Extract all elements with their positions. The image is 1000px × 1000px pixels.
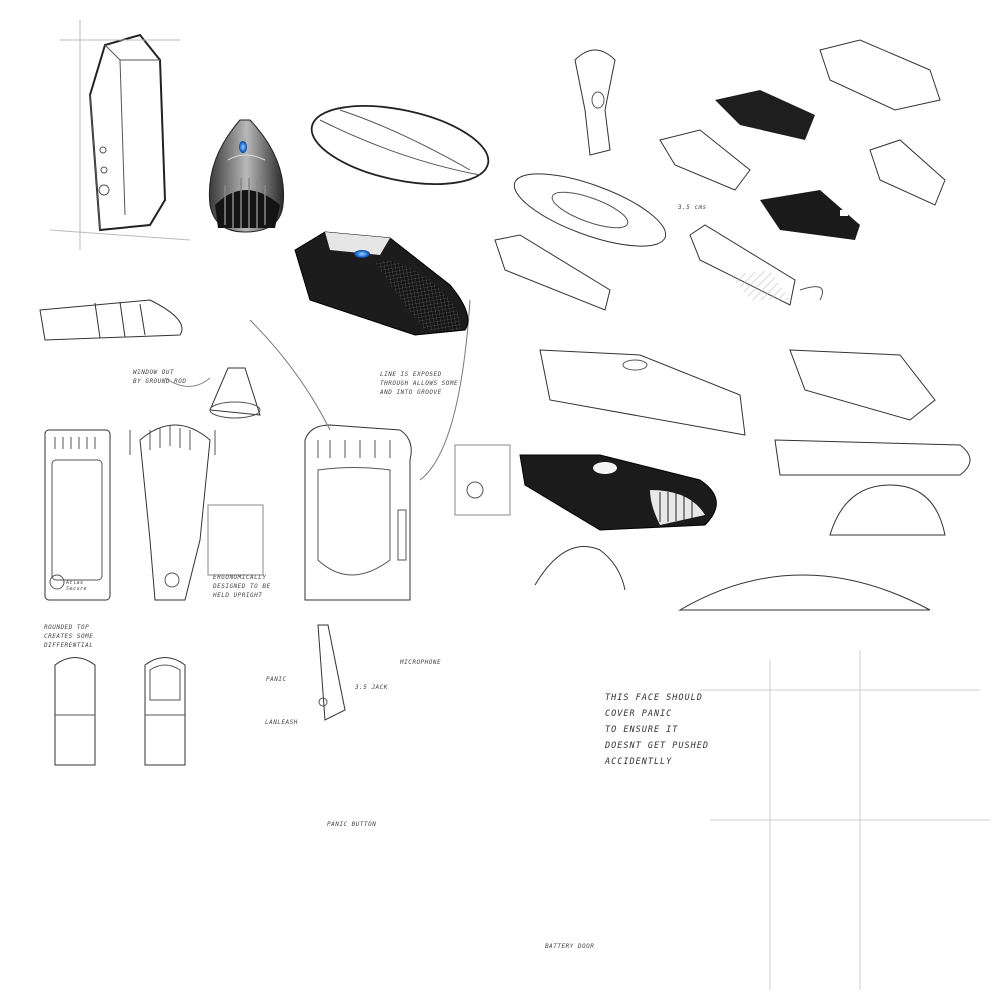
lanyard-label: LANLEASH (265, 719, 298, 726)
finger-pill-sketch (39, 299, 183, 341)
size-note: 3.5 cms (678, 204, 707, 211)
panic-label: PANIC (266, 676, 287, 683)
teardrop-render (208, 119, 285, 233)
pebble-sketch (310, 105, 490, 185)
logo-label: Atlas Secure (66, 580, 88, 592)
lens-cone-sketch (164, 367, 261, 419)
front-view-sketches (44, 299, 471, 601)
battery-door-label: BATTERY DOOR (545, 943, 595, 950)
lens-note: WINDOW OUT BY GROUND ROD (133, 369, 187, 385)
jack-label: 3.5 JACK (355, 684, 388, 691)
black-sketch-objects (715, 90, 860, 240)
side-view-sketch (317, 624, 346, 721)
top-note: ROUNDED TOP CREATES SOME DIFFERENTIAL (44, 624, 94, 649)
capsule-render (519, 454, 717, 531)
grip-note: ERGONOMICALLY DESIGNED TO BE HELD UPRIGH… (213, 574, 271, 599)
rounded-top-sketches (54, 657, 186, 766)
pill-sketches-cluster (494, 39, 946, 311)
line-note: LINE IS EXPOSED THROUGH ALLOWS SOME AND … (380, 371, 459, 396)
tall-tower-sketch (49, 20, 191, 250)
microphone-label: MICROPHONE (400, 659, 442, 666)
panic-button-label: PANIC BUTTON (327, 821, 377, 828)
wedge-sketches (454, 349, 971, 611)
face-note: THIS FACE SHOULD COVER PANIC TO ENSURE I… (605, 693, 709, 767)
mouse-shape-render (294, 231, 469, 336)
